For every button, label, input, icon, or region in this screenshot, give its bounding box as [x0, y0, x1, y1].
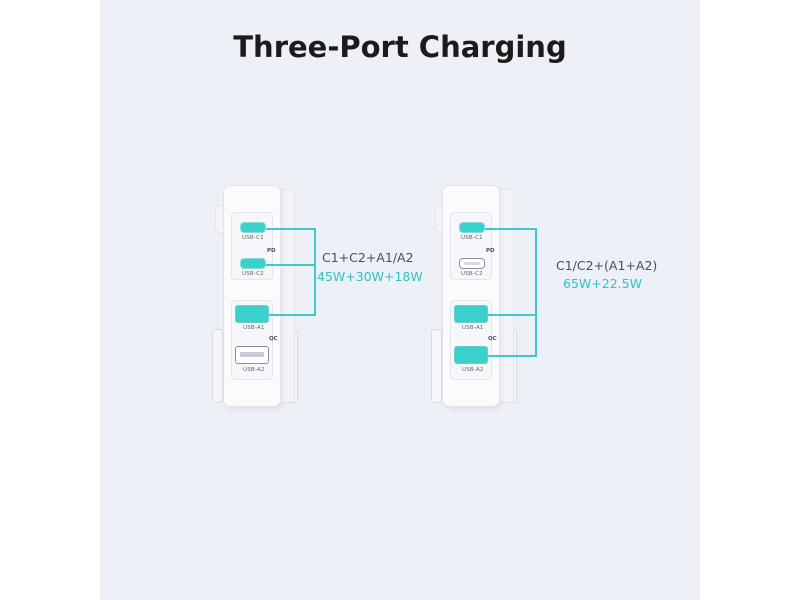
qc-tag: QC	[269, 336, 278, 342]
usb-c2-port	[241, 259, 265, 268]
usb-a2-port	[455, 347, 487, 363]
left-power-output: 45W+30W+18W	[317, 269, 423, 284]
right-power-output: 65W+22.5W	[563, 276, 642, 291]
usb-a2-port	[236, 347, 268, 363]
usb-c2-label: USB-C2	[242, 271, 264, 277]
connector-a1	[488, 314, 536, 316]
usb-a2-label: USB-A2	[462, 367, 484, 373]
charger-right-clip	[436, 206, 446, 232]
usb-c2-port	[460, 259, 484, 268]
connector-vertical	[535, 228, 537, 357]
plug-prong-left	[213, 330, 222, 402]
usb-c1-port	[460, 223, 484, 232]
plug-prong-left	[432, 330, 441, 402]
connector-vertical	[314, 228, 316, 316]
usb-c1-label: USB-C1	[461, 235, 483, 241]
connector-c1	[266, 228, 315, 230]
charger-left-clip	[216, 206, 226, 232]
connector-c2	[266, 264, 315, 266]
qc-tag: QC	[488, 336, 497, 342]
usb-c2-label: USB-C2	[461, 271, 483, 277]
pd-tag: PD	[267, 248, 276, 254]
usb-c1-label: USB-C1	[242, 235, 264, 241]
usb-a1-port	[455, 306, 487, 322]
background-panel	[100, 0, 700, 600]
left-port-combination: C1+C2+A1/A2	[322, 250, 414, 265]
charger-left-side	[276, 190, 294, 402]
usb-a1-label: USB-A1	[462, 325, 484, 331]
connector-a2	[488, 355, 536, 357]
right-port-combination: C1/C2+(A1+A2)	[556, 258, 658, 273]
pd-tag: PD	[486, 248, 495, 254]
usb-a1-port	[236, 306, 268, 322]
usb-a1-label: USB-A1	[243, 325, 265, 331]
usb-a2-label: USB-A2	[243, 367, 265, 373]
connector-a1	[269, 314, 315, 316]
usb-c1-port	[241, 223, 265, 232]
page-title: Three-Port Charging	[233, 30, 567, 64]
connector-c1	[485, 228, 536, 230]
charger-right-side	[495, 190, 513, 402]
